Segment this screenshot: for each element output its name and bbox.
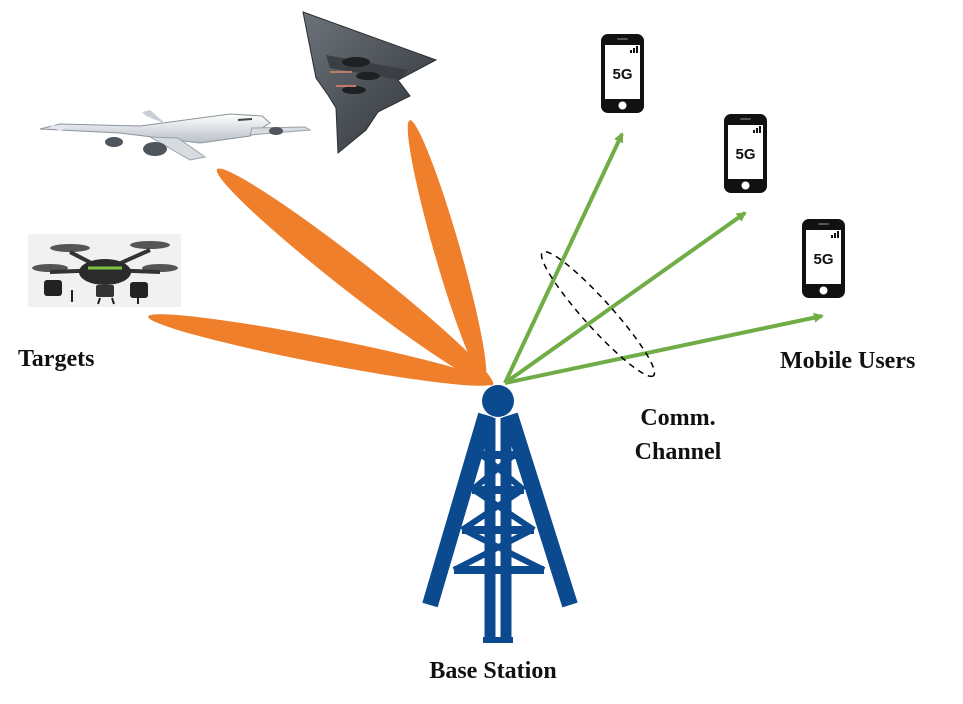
comm-channel-label-line1: Comm.	[640, 405, 715, 431]
airliner-icon	[39, 110, 312, 161]
phone-5g-label: 5G	[813, 251, 833, 268]
phone-5g-label: 5G	[735, 146, 755, 163]
base-station-label: Base Station	[429, 658, 556, 684]
radio-tower-icon	[422, 385, 578, 643]
sensing-beams	[148, 120, 494, 386]
beam-to-drone	[148, 314, 492, 386]
mobile-users-label: Mobile Users	[780, 348, 915, 374]
drone-icon	[28, 234, 181, 307]
comm-channel-ellipse	[540, 250, 656, 378]
smartphone-icon: 5G	[802, 219, 845, 298]
link-to-user-1	[503, 132, 624, 384]
targets-label: Targets	[18, 346, 94, 372]
link-to-user-2	[503, 211, 747, 385]
phone-5g-label: 5G	[612, 66, 632, 83]
stealth-bomber-icon	[302, 11, 438, 155]
beam-to-airliner	[216, 168, 494, 386]
beam-to-bomber	[407, 120, 487, 380]
smartphone-icon: 5G	[724, 114, 767, 193]
comm-channel-label-line2: Channel	[635, 439, 722, 465]
smartphone-icon: 5G	[601, 34, 644, 113]
comm-links	[503, 132, 824, 385]
link-to-user-3	[504, 312, 824, 385]
